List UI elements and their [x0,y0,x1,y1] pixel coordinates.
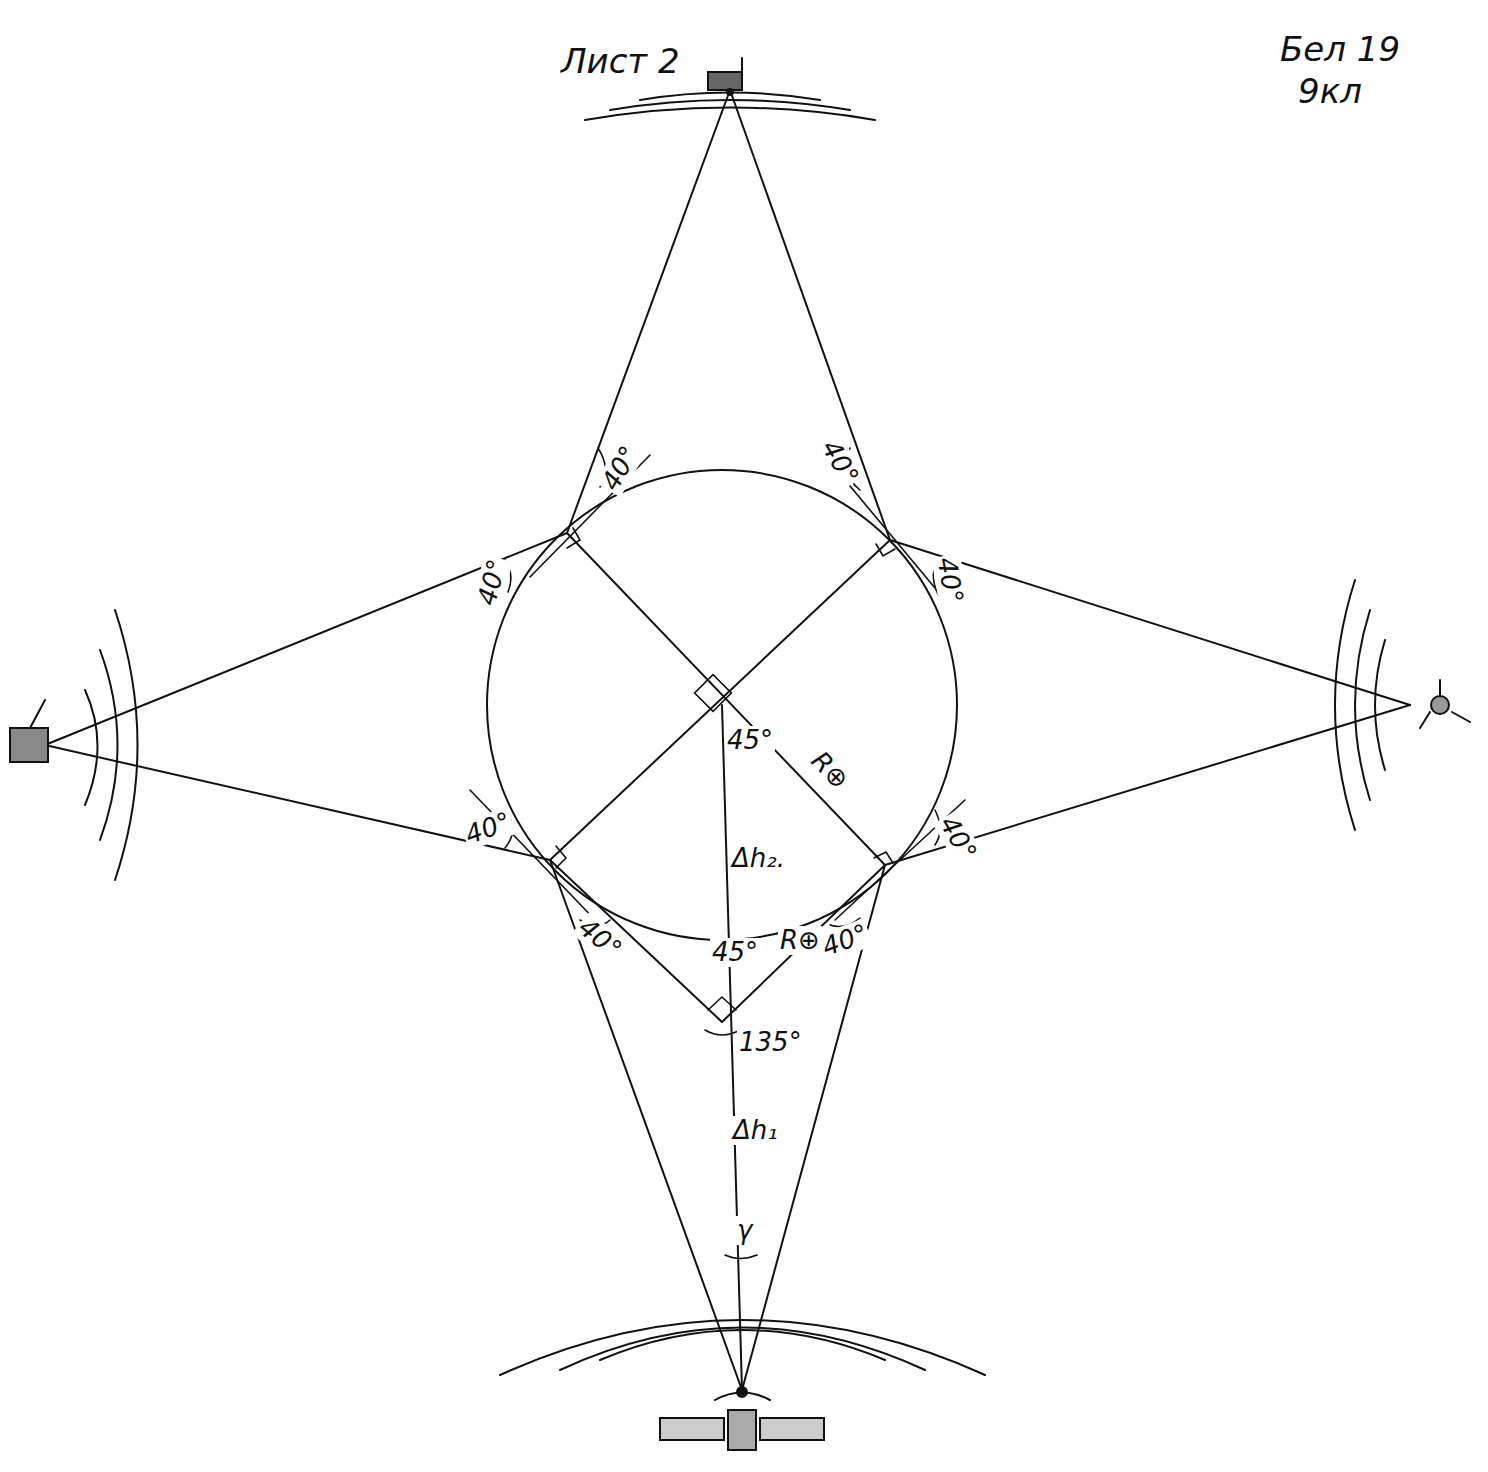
angle-label: Лист 2 [559,43,682,80]
surface-tangents [470,450,965,925]
angle-label: 40° [815,433,865,491]
angle-label: 40° [932,553,969,607]
tangent-lines [45,90,1410,1390]
angle-arcs [505,448,940,1259]
angle-label: 45° [710,938,760,967]
right-angle-marks [556,528,895,1010]
angle-label: R⊕ [778,926,822,955]
angle-label: 40° [472,554,513,610]
satellite-right [1335,580,1470,830]
angle-label: 9кл [1296,73,1364,110]
angle-label: Бел 19 [1278,31,1402,68]
angle-label: γ [735,1216,754,1245]
angle-label: 40° [817,918,874,962]
angle-label: Δh₂. [730,844,787,873]
satellite-left [10,610,138,880]
angle-label: 135° [737,1028,804,1057]
angle-label: Δh₁ [731,1116,780,1145]
radii [550,533,890,1390]
satellite-bottom [500,1320,985,1450]
angle-label: 40° [933,809,983,867]
angle-label: 45° [725,726,775,755]
